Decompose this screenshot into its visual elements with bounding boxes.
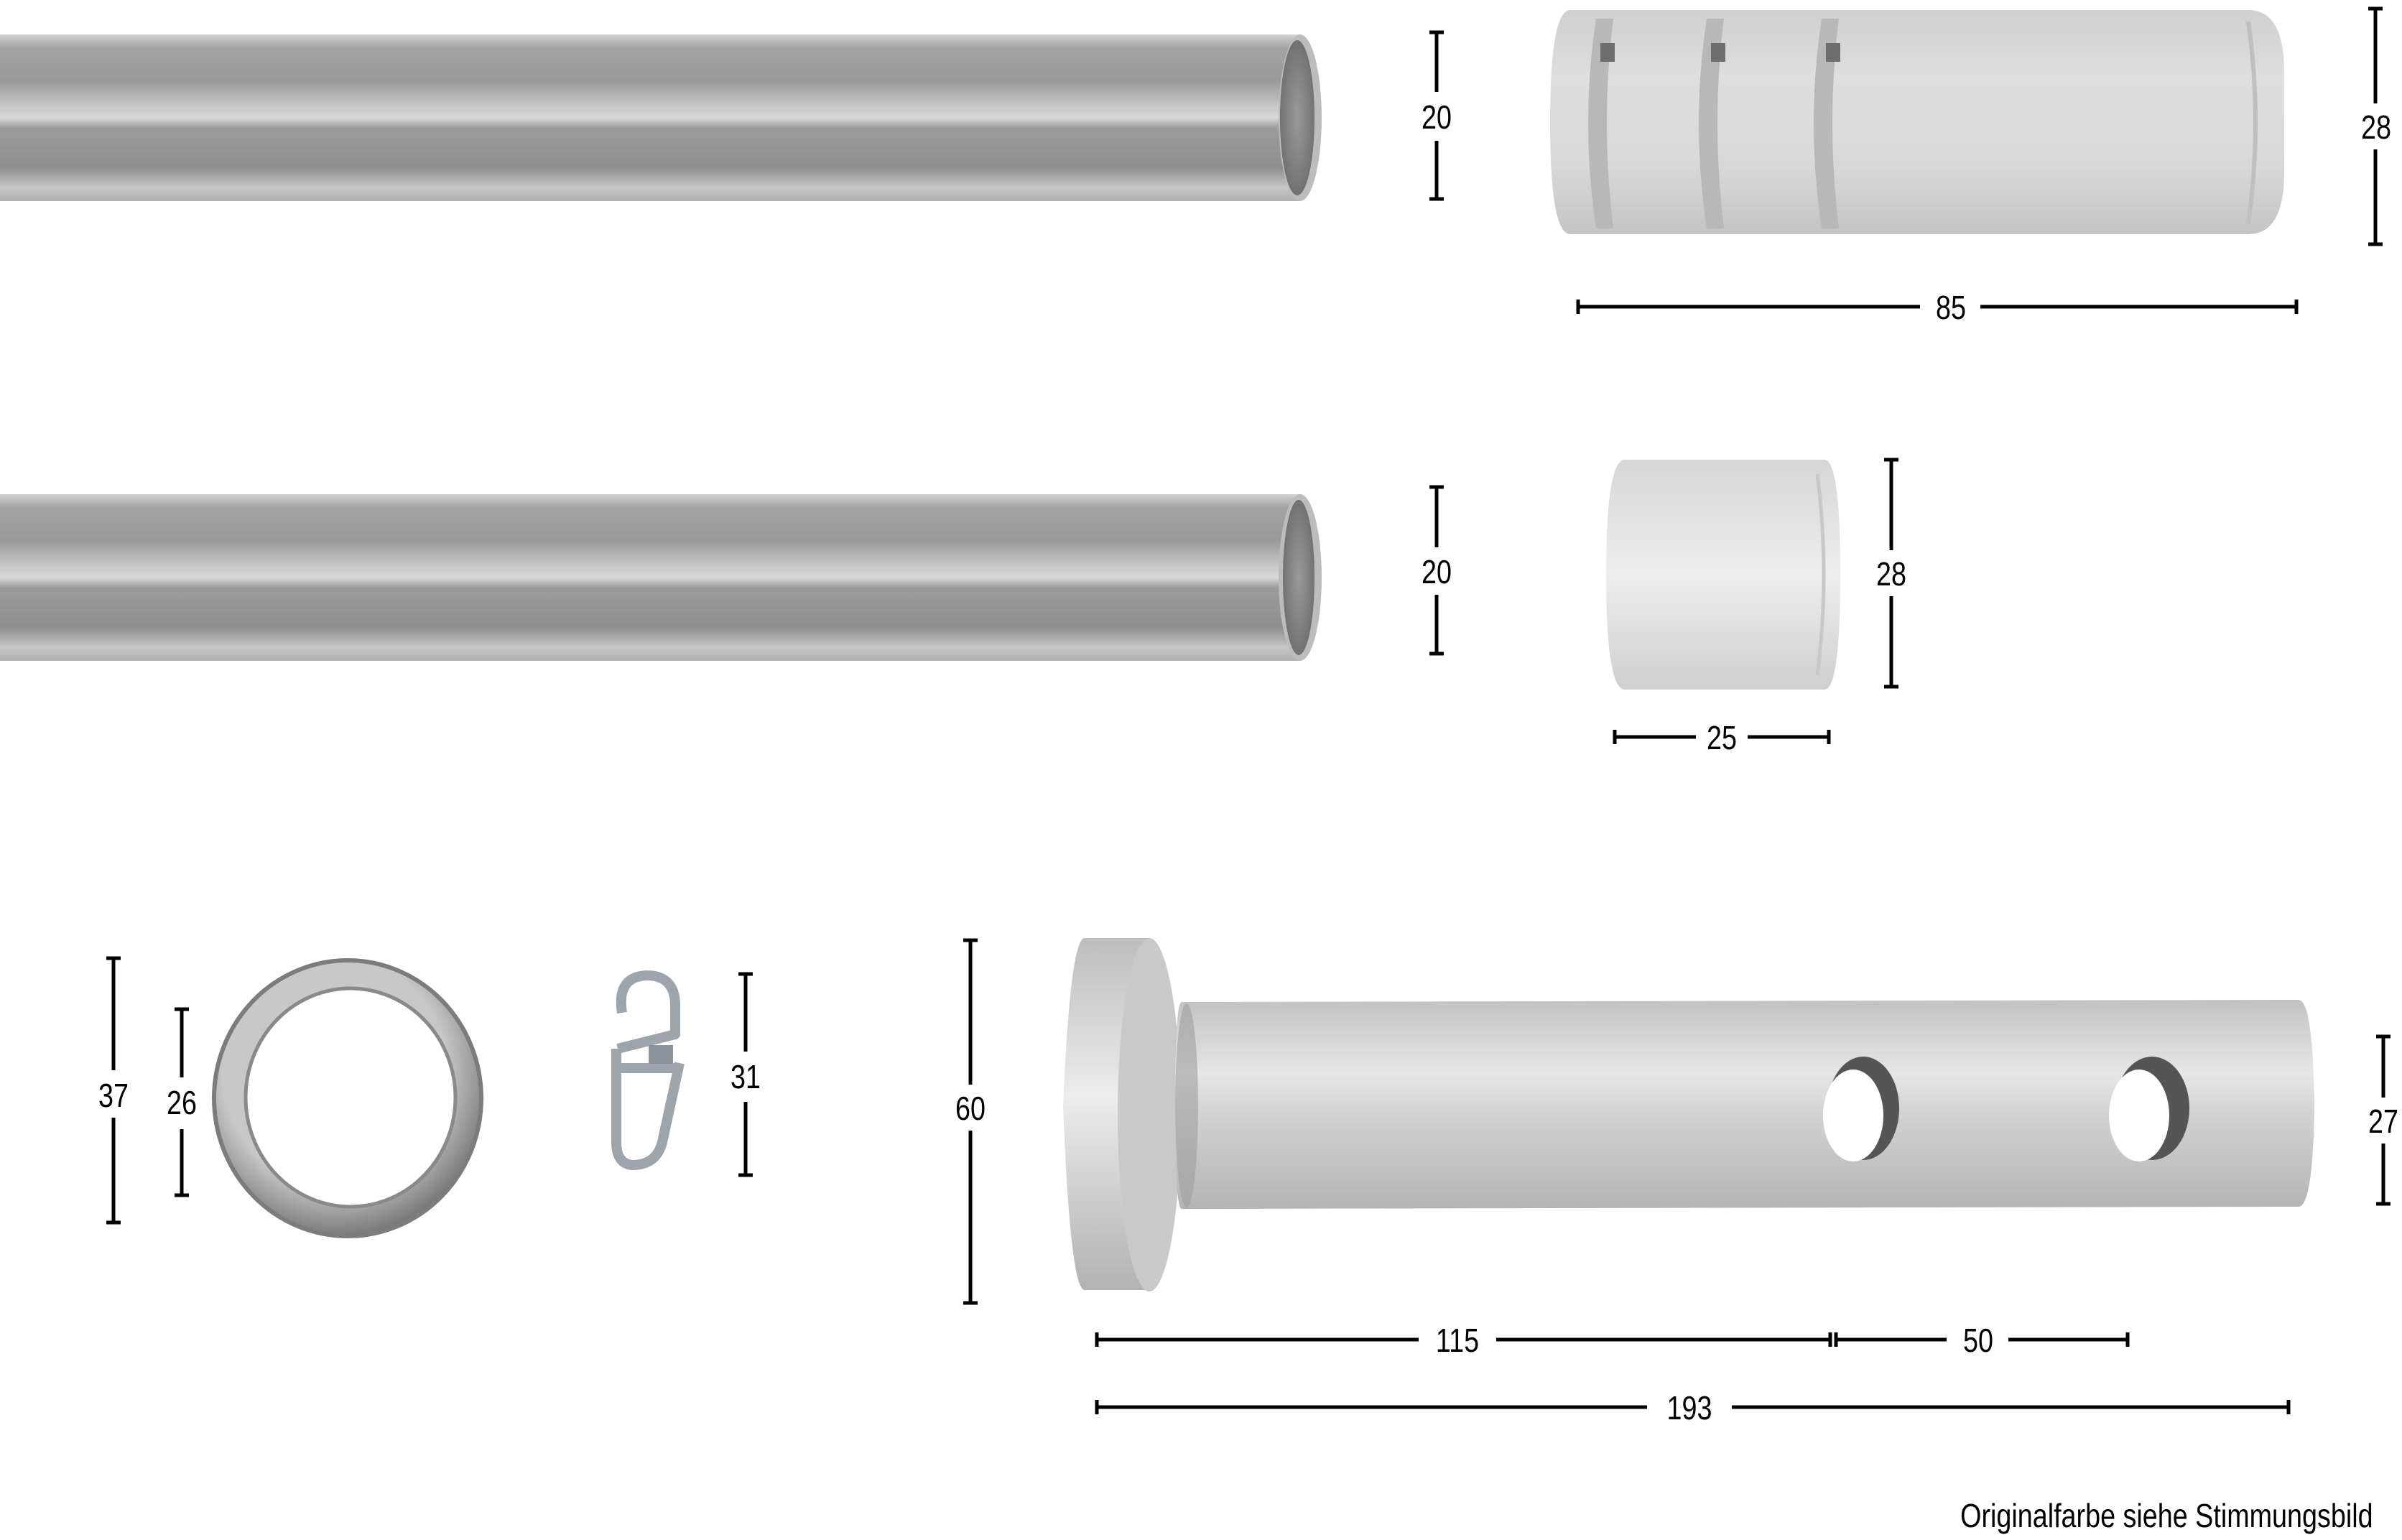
rod-top [0, 34, 1322, 201]
dim-label-hole-spacing: 50 [1959, 1324, 1998, 1357]
dim-cap-diameter [1884, 458, 1898, 689]
dim-plate-diameter [963, 938, 978, 1305]
dim-label-ring-outer: 37 [96, 1079, 131, 1112]
dim-label-finial-diameter: 28 [2360, 108, 2393, 146]
dim-label-cap-length: 25 [1705, 721, 1739, 754]
dim-cap-length [1613, 730, 1831, 744]
dim-rod-top-diameter [1429, 30, 1444, 201]
hook-latch [649, 1045, 673, 1064]
dim-ring-inner [175, 1007, 189, 1197]
wall-bracket [1063, 938, 2314, 1291]
dim-hole-spacing [1834, 1332, 2130, 1347]
glider-hook [611, 970, 685, 1170]
dim-label-hook-height: 31 [728, 1060, 764, 1093]
end-cap [1606, 460, 1840, 690]
dim-label-tube-diameter: 27 [2367, 1103, 2400, 1140]
dim-label-rod-top-diameter: 20 [1420, 98, 1453, 136]
dim-label-first-hole-offset: 115 [1431, 1324, 1484, 1357]
dim-rod-middle-diameter [1429, 485, 1444, 656]
dim-ring-outer [106, 956, 121, 1225]
finial-grooved [1550, 10, 2284, 234]
dim-label-ring-inner: 26 [163, 1086, 200, 1119]
dim-total-length [1095, 1400, 2291, 1414]
dim-first-hole-offset [1095, 1332, 1832, 1347]
dim-hook-height [738, 972, 753, 1177]
dim-label-finial-length: 85 [1932, 291, 1970, 324]
dim-label-rod-middle-diameter: 20 [1420, 553, 1453, 590]
rod-middle [0, 494, 1322, 661]
ring [212, 958, 483, 1238]
dim-label-total-length: 193 [1661, 1391, 1718, 1424]
dim-tube-diameter [2376, 1034, 2391, 1206]
dim-label-cap-diameter: 28 [1874, 557, 1909, 590]
footer-note: Originalfarbe siehe Stimmungsbild [1960, 1497, 2373, 1534]
dim-finial-length [1576, 300, 2299, 314]
dim-finial-diameter [2368, 6, 2383, 246]
dim-label-plate-diameter: 60 [952, 1092, 989, 1125]
